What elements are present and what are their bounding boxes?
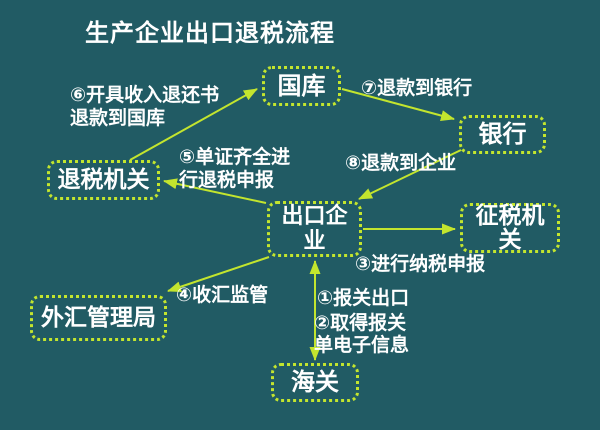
- node-tax-authority: 征税机关: [460, 203, 560, 253]
- node-label: 海关: [291, 368, 339, 396]
- edge-label-step2: ②取得报关 单电子信息: [314, 312, 410, 356]
- diagram-title: 生产企业出口退税流程: [85, 19, 335, 47]
- arrow-treasury-to-bank: [341, 88, 455, 121]
- node-bank: 银行: [459, 115, 546, 154]
- node-label: 国库: [277, 71, 326, 100]
- arrow-enterprise-to-refund-authority: [163, 178, 267, 204]
- node-label: 外汇管理局: [41, 304, 156, 331]
- node-label: 出口企业: [281, 204, 348, 254]
- edge-label-step3: ③进行纳税申报: [355, 253, 486, 275]
- edge-label-step4: ④收汇监管: [176, 284, 269, 306]
- edge-label-step5: ⑤单证齐全进 行退税申报: [179, 146, 291, 191]
- arrow-refund-authority-to-treasury: [129, 88, 258, 161]
- arrow-bank-to-enterprise: [358, 149, 462, 200]
- edge-label-step8: ⑧退款到企业: [345, 152, 457, 174]
- node-customs: 海关: [271, 363, 359, 402]
- node-export-enterprise: 出口企业: [267, 201, 362, 257]
- edge-label-step7: ⑦退款到银行: [361, 77, 473, 99]
- node-refund-authority: 退税机关: [47, 160, 160, 200]
- node-label: 征税机关: [475, 203, 545, 253]
- edge-label-step1: ①报关出口: [317, 287, 410, 309]
- node-treasury: 国库: [262, 66, 341, 106]
- arrow-enterprise-to-forex-admin: [167, 256, 270, 293]
- node-forex-admin: 外汇管理局: [30, 295, 167, 341]
- edge-label-step6: ⑥开具收入退还书 退款到国库: [70, 84, 220, 129]
- node-label: 银行: [478, 120, 527, 148]
- node-label: 退税机关: [57, 166, 150, 193]
